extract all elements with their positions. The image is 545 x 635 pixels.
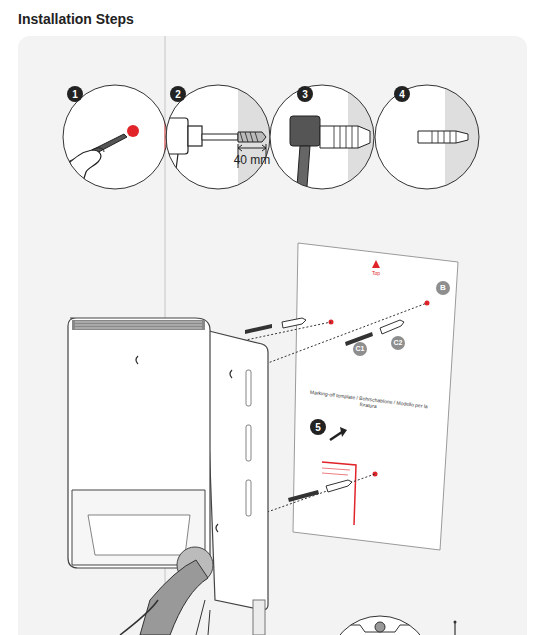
background-panel (18, 36, 527, 635)
hole-label: C1 (356, 345, 365, 353)
callout-number: 3 (302, 89, 308, 100)
title: Installation Steps (18, 11, 134, 27)
callout-number: 1 (72, 89, 78, 100)
callout-number: 5 (315, 422, 321, 433)
callout-number: 4 (399, 89, 405, 100)
callout-number: 2 (175, 89, 181, 100)
template-mark: Top (372, 271, 380, 277)
step-4-detail (370, 80, 505, 200)
marking-template (293, 243, 458, 550)
charger (68, 318, 268, 635)
bottom-detail (320, 610, 440, 635)
step-1-detail (58, 80, 180, 200)
hole-label: B (440, 284, 446, 293)
hole-label: C2 (394, 339, 403, 347)
dimension-label: 40 mm (234, 154, 271, 167)
